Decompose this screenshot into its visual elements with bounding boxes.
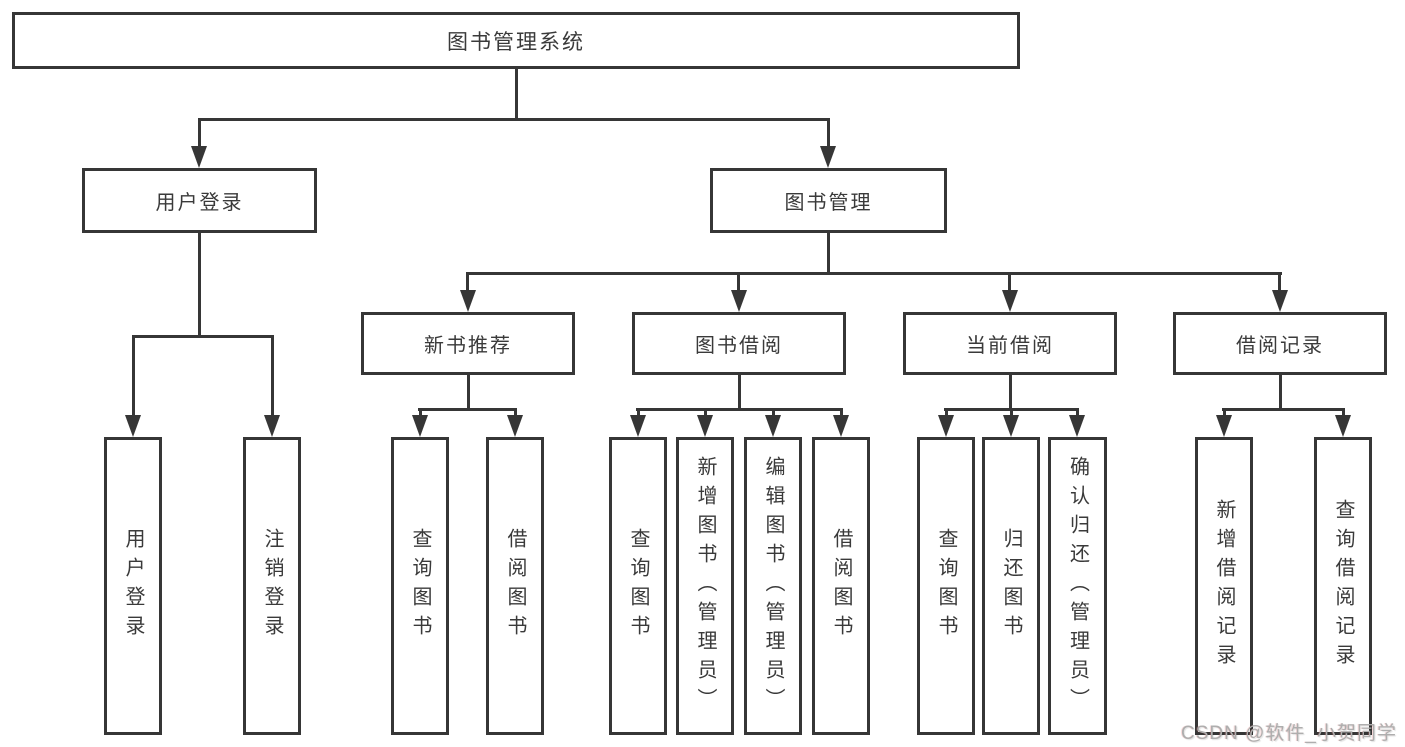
leaf-current-return-books: 归还图书	[982, 437, 1040, 735]
connector-vline	[466, 272, 469, 292]
node-user-login: 用户登录	[82, 168, 317, 233]
arrow-down-icon	[191, 146, 207, 168]
leaf-borrow-add-book-admin: 新增图书（管理员）	[676, 437, 734, 735]
arrow-down-icon	[765, 415, 781, 437]
connector-hline	[132, 335, 274, 338]
arrow-down-icon	[630, 415, 646, 437]
arrow-down-icon	[264, 415, 280, 437]
arrow-down-icon	[1069, 415, 1085, 437]
arrow-down-icon	[1272, 290, 1288, 312]
leaf-records-query-record: 查询借阅记录	[1314, 437, 1372, 735]
leaf-records-add-record: 新增借阅记录	[1195, 437, 1253, 735]
node-borrow-records: 借阅记录	[1173, 312, 1387, 375]
connector-vline	[738, 375, 741, 411]
arrow-down-icon	[412, 415, 428, 437]
leaf-borrow-edit-book-admin: 编辑图书（管理员）	[744, 437, 802, 735]
leaf-newbook-query-books: 查询图书	[391, 437, 449, 735]
leaf-current-confirm-return-admin: 确认归还（管理员）	[1048, 437, 1107, 735]
watermark: CSDN @软件_小贺同学	[1181, 723, 1397, 744]
arrow-down-icon	[938, 415, 954, 437]
connector-vline	[840, 408, 843, 417]
connector-vline	[515, 68, 518, 121]
arrow-down-icon	[833, 415, 849, 437]
leaf-newbook-borrow-books: 借阅图书	[486, 437, 544, 735]
connector-vline	[827, 118, 830, 148]
arrow-down-icon	[1002, 290, 1018, 312]
node-book-borrow: 图书借阅	[632, 312, 846, 375]
connector-vline	[1279, 375, 1282, 411]
connector-hline	[1222, 408, 1345, 411]
connector-vline	[772, 408, 775, 417]
connector-vline	[1076, 408, 1079, 417]
arrow-down-icon	[1335, 415, 1351, 437]
connector-vline	[827, 233, 830, 275]
connector-vline	[704, 408, 707, 417]
connector-vline	[945, 408, 948, 417]
arrow-down-icon	[820, 146, 836, 168]
connector-vline	[1223, 408, 1226, 417]
connector-vline	[467, 375, 470, 411]
connector-vline	[1010, 408, 1013, 417]
connector-hline	[198, 118, 830, 121]
connector-vline	[271, 335, 274, 417]
connector-vline	[1342, 408, 1345, 417]
node-new-book-recommend: 新书推荐	[361, 312, 575, 375]
node-current-borrow: 当前借阅	[903, 312, 1117, 375]
connector-vline	[198, 233, 201, 338]
connector-hline	[466, 272, 1282, 275]
leaf-logout: 注销登录	[243, 437, 301, 735]
connector-vline	[198, 118, 201, 148]
arrow-down-icon	[731, 290, 747, 312]
connector-vline	[419, 408, 422, 417]
connector-vline	[132, 335, 135, 417]
connector-vline	[1009, 375, 1012, 411]
leaf-borrow-borrow-books: 借阅图书	[812, 437, 870, 735]
arrow-down-icon	[1216, 415, 1232, 437]
connector-vline	[1008, 272, 1011, 292]
connector-vline	[637, 408, 640, 417]
arrow-down-icon	[125, 415, 141, 437]
leaf-user-login: 用户登录	[104, 437, 162, 735]
arrow-down-icon	[1003, 415, 1019, 437]
connector-vline	[514, 408, 517, 417]
connector-vline	[737, 272, 740, 292]
arrow-down-icon	[697, 415, 713, 437]
connector-vline	[1278, 272, 1281, 292]
arrow-down-icon	[460, 290, 476, 312]
leaf-current-query-books: 查询图书	[917, 437, 975, 735]
connector-hline	[418, 408, 517, 411]
node-book-management: 图书管理	[710, 168, 947, 233]
arrow-down-icon	[507, 415, 523, 437]
connector-hline	[636, 408, 843, 411]
leaf-borrow-query-books: 查询图书	[609, 437, 667, 735]
node-root: 图书管理系统	[12, 12, 1020, 69]
